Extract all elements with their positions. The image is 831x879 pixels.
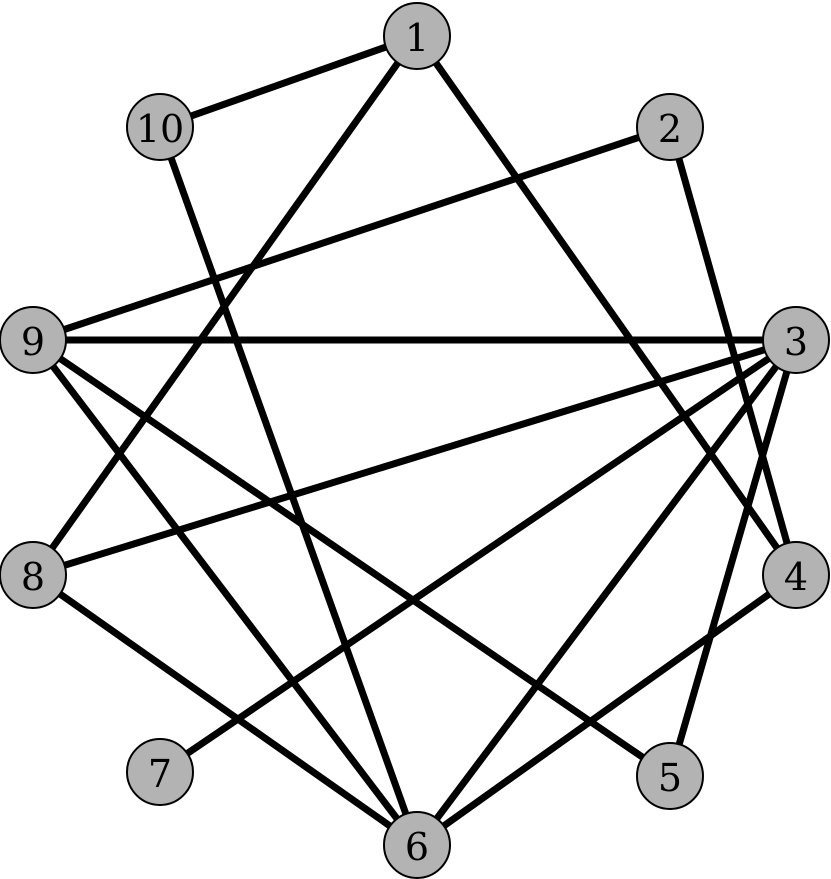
node-circle [0,306,67,374]
node-label: 2 [658,107,682,151]
node-circle [126,738,194,806]
node-8: 8 [0,541,67,609]
node-3: 3 [762,306,830,374]
node-label: 3 [784,320,808,364]
edges-layer [30,32,800,848]
node-label: 8 [21,555,45,599]
node-4: 4 [762,541,830,609]
node-label: 7 [148,752,172,796]
node-label: 1 [405,16,429,60]
node-circle [383,2,451,70]
node-circle [636,93,704,161]
edge-2-9 [31,123,672,344]
node-1: 1 [383,2,451,70]
node-7: 7 [126,738,194,806]
node-circle [762,541,830,609]
edge-2-4 [666,126,800,576]
node-circle [383,811,451,879]
node-label: 6 [405,825,429,869]
node-label: 4 [784,555,808,599]
edge-3-6 [414,337,799,848]
node-circle [762,306,830,374]
node-circle [0,541,67,609]
node-9: 9 [0,306,67,374]
edge-6-9 [30,337,420,848]
node-6: 6 [383,811,451,879]
edge-3-5 [666,339,800,777]
node-circle [636,742,704,810]
node-label: 9 [21,320,45,364]
node-5: 5 [636,742,704,810]
node-label: 10 [136,107,184,151]
edge-3-7 [158,337,798,775]
edge-1-4 [414,33,799,578]
edge-6-10 [156,125,421,847]
edge-4-6 [414,572,799,848]
edge-5-9 [31,337,672,779]
node-2: 2 [636,93,704,161]
edge-1-10 [158,32,419,131]
edge-3-8 [31,336,798,579]
edge-6-8 [30,572,420,848]
node-10: 10 [126,93,194,161]
node-label: 5 [658,756,682,800]
node-circle [126,93,194,161]
